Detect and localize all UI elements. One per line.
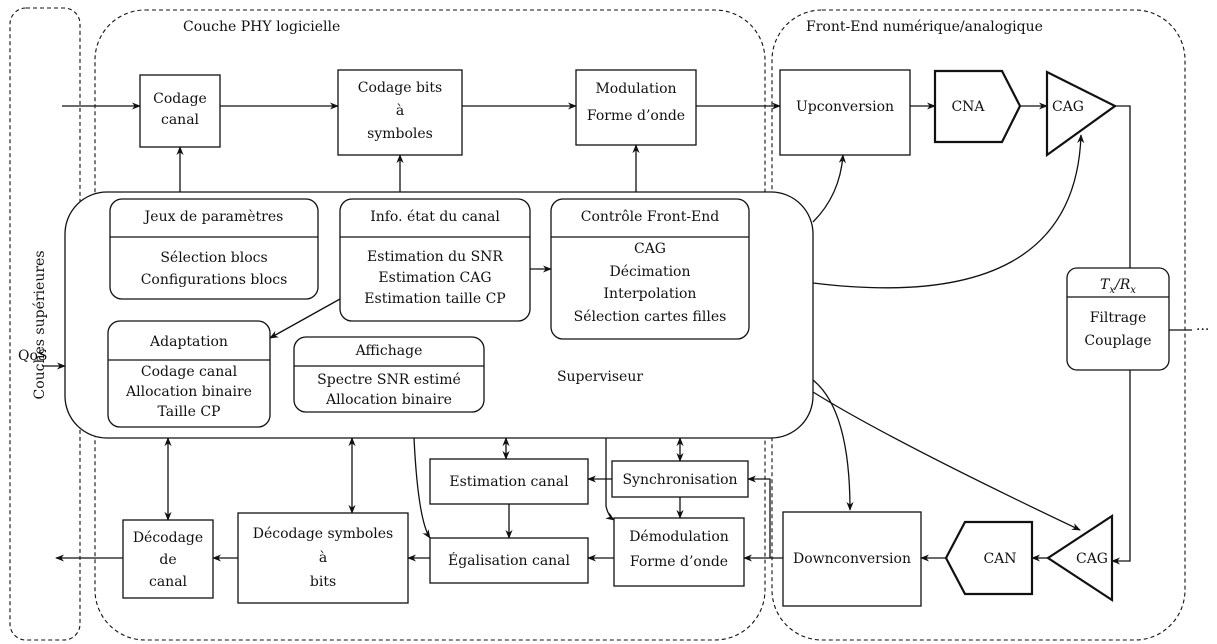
svg-text:Downconversion: Downconversion — [793, 551, 911, 567]
downconversion-block: Downconversion — [782, 511, 922, 607]
svg-text:Couplage: Couplage — [1084, 333, 1151, 349]
svg-text:Forme d’onde: Forme d’onde — [630, 554, 728, 570]
upconversion-block: Upconversion — [779, 69, 911, 156]
svg-text:Décodage symboles: Décodage symboles — [253, 526, 394, 542]
supervisor-to-demodulation-curve — [605, 438, 615, 521]
display-block: Affichage Spectre SNR estimé Allocation … — [293, 336, 485, 413]
svg-text:Démodulation: Démodulation — [629, 529, 729, 545]
supervisor-label: Superviseur — [557, 369, 643, 385]
downconversion-to-sync-arrow — [747, 475, 771, 558]
tx-agc-to-txrx-line — [1115, 105, 1131, 268]
upper-layers-region — [9, 7, 81, 641]
rx-agc-amplifier: CAG — [1045, 513, 1114, 603]
channel-decoding-block: Décodage de canal — [122, 519, 214, 599]
svg-text:Codage: Codage — [153, 91, 207, 107]
svg-text:de: de — [159, 552, 176, 568]
display-title: Affichage — [355, 343, 423, 359]
svg-text:Estimation canal: Estimation canal — [449, 474, 569, 490]
frontend-control-line-1: CAG — [634, 241, 666, 257]
adaptation-line-1: Codage canal — [141, 364, 238, 380]
svg-text:Forme d’onde: Forme d’onde — [587, 108, 685, 124]
svg-text:Upconversion: Upconversion — [796, 99, 894, 115]
csi-line-1: Estimation du SNR — [367, 249, 503, 265]
frontend-control-line-2: Décimation — [610, 264, 691, 280]
synchronisation-block: Synchronisation — [611, 460, 749, 498]
svg-text:canal: canal — [149, 574, 188, 590]
adaptation-block: Adaptation Codage canal Allocation binai… — [107, 320, 271, 428]
param-sets-line-2: Configurations blocs — [141, 272, 288, 288]
svg-text:bits: bits — [310, 574, 336, 590]
txrx-block: Tx/Rx Filtrage Couplage — [1066, 267, 1170, 371]
svg-text:canal: canal — [161, 112, 200, 128]
display-line-1: Spectre SNR estimé — [317, 372, 461, 388]
svg-text:à: à — [396, 102, 404, 119]
tx-agc-amplifier: CAG — [1045, 70, 1118, 158]
csi-title: Info. état du canal — [370, 209, 500, 225]
qos-label: QoS — [18, 348, 48, 364]
frontend-control-block: Contrôle Front-End CAG Décimation Interp… — [550, 198, 750, 340]
txrx-to-rx-agc-line — [1111, 370, 1131, 565]
svg-text:CAN: CAN — [983, 551, 1016, 567]
svg-text:Décodage: Décodage — [133, 530, 203, 546]
modulation-block: Modulation Forme d’onde — [575, 69, 697, 146]
equalization-block: Égalisation canal — [429, 537, 589, 584]
upper-layers-label: Couches supérieures — [32, 250, 48, 399]
param-sets-block: Jeux de paramètres Sélection blocs Confi… — [109, 198, 319, 300]
supervisor-to-tx-agc-curve — [812, 134, 1085, 289]
svg-text:Codage bits: Codage bits — [358, 80, 442, 96]
display-line-2: Allocation binaire — [325, 392, 452, 408]
svg-text:Modulation: Modulation — [595, 81, 676, 97]
phy-region-title: Couche PHY logicielle — [183, 19, 340, 35]
frontend-control-line-4: Sélection cartes filles — [574, 309, 727, 325]
csi-line-3: Estimation taille CP — [364, 291, 505, 307]
svg-text:symboles: symboles — [367, 126, 433, 142]
svg-text:Égalisation canal: Égalisation canal — [448, 551, 571, 569]
txrx-ellipsis: ··· — [1196, 322, 1209, 338]
svg-text:CAG: CAG — [1076, 551, 1108, 567]
adaptation-title: Adaptation — [149, 334, 228, 350]
frontend-control-title: Contrôle Front-End — [581, 209, 720, 225]
channel-estimation-block: Estimation canal — [429, 458, 589, 505]
svg-text:CNA: CNA — [951, 99, 985, 115]
svg-text:CAG: CAG — [1052, 99, 1084, 115]
csi-block: Info. état du canal Estimation du SNR Es… — [339, 198, 531, 322]
svg-text:Synchronisation: Synchronisation — [622, 472, 737, 488]
svg-text:Filtrage: Filtrage — [1090, 310, 1147, 326]
adc-block: CAN — [944, 520, 1034, 596]
supervisor-to-rx-agc-curve — [812, 391, 1081, 531]
adaptation-line-2: Allocation binaire — [125, 384, 252, 400]
channel-coding-block: Codage canal — [139, 74, 221, 148]
txrx-title: Tx/Rx — [1100, 277, 1136, 296]
demodulation-block: Démodulation Forme d’onde — [613, 517, 745, 587]
bits-to-symbols-block: Codage bits à symboles — [337, 69, 463, 156]
supervisor-to-equalization-curve — [413, 437, 431, 539]
symbols-to-bits-block: Décodage symboles à bits — [237, 512, 409, 604]
frontend-region-title: Front-End numérique/analogique — [806, 19, 1043, 35]
param-sets-line-1: Sélection blocs — [160, 250, 267, 266]
supervisor-to-upconversion-curve — [812, 154, 846, 223]
csi-to-adaptation-arrow — [269, 298, 341, 339]
csi-line-2: Estimation CAG — [378, 270, 491, 286]
frontend-control-line-3: Interpolation — [604, 286, 697, 302]
svg-text:à: à — [319, 549, 327, 566]
adaptation-line-3: Taille CP — [158, 404, 221, 420]
frontend-region — [771, 9, 1186, 641]
supervisor-to-downconversion-curve — [812, 379, 854, 511]
param-sets-title: Jeux de paramètres — [143, 209, 284, 225]
dac-block: CNA — [933, 69, 1022, 144]
